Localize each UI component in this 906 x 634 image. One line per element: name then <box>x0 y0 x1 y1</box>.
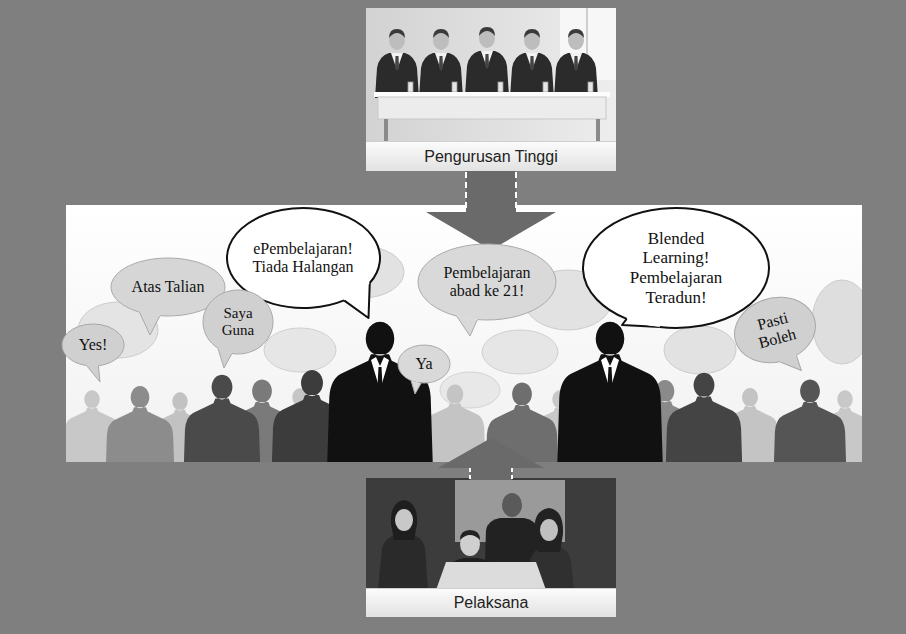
bubble-text: Pembelajaran abad ke 21! <box>437 264 537 301</box>
bubble-fill <box>583 208 769 328</box>
team-photo-part <box>366 478 616 590</box>
bubble-fill <box>203 290 273 354</box>
bubble-fill <box>418 244 556 320</box>
person-silhouette-part <box>182 375 262 462</box>
team-photo-part <box>502 493 522 517</box>
up-arrow <box>438 438 544 480</box>
speech-bubble: Blended Learning! Pembelajaran Teradun! <box>581 206 771 330</box>
person-silhouette-part <box>325 322 434 462</box>
up-arrow-part <box>470 468 512 480</box>
board-photo-part <box>596 119 600 142</box>
board-photo-part <box>510 29 554 98</box>
background-bubble-part <box>264 328 336 372</box>
background-bubble-part <box>812 280 862 364</box>
team-photo-part <box>460 530 480 540</box>
bubble-border <box>418 244 556 320</box>
board-photo-part <box>408 82 413 92</box>
board-photo-part <box>374 92 610 97</box>
bubble-border <box>727 288 823 371</box>
bubble-text: Yes! <box>79 336 108 354</box>
board-photo-part <box>366 8 616 142</box>
person-silhouette-part <box>377 367 383 402</box>
board-photo-part <box>378 97 606 119</box>
bubble-border <box>583 208 769 328</box>
team-photo-part <box>436 562 546 590</box>
down-arrow-part <box>466 172 516 212</box>
bubble-tail <box>87 366 100 382</box>
caption-box: Pelaksana <box>366 588 616 617</box>
speech-bubble: Ya <box>397 344 451 384</box>
team-photo-part <box>534 508 563 552</box>
up-arrow-part <box>438 438 544 480</box>
board-photo-part <box>498 82 503 92</box>
bubble-border <box>203 290 273 354</box>
team-photo-part <box>391 500 417 540</box>
board-photo-part <box>452 82 457 92</box>
board-photo-part <box>543 82 548 92</box>
role-label: Pelaksana <box>454 593 529 612</box>
board-photo <box>366 8 616 142</box>
bubble-fill <box>62 324 124 366</box>
background-bubble-part <box>664 326 736 374</box>
speech-bubble: Yes! <box>61 323 125 367</box>
team-photo-part <box>540 519 558 541</box>
team-photo-part <box>378 534 428 590</box>
bubble-text: Atas Talian <box>132 278 205 296</box>
person-silhouette-part <box>607 367 613 402</box>
bubble-text: Blended Learning! Pembelajaran Teradun! <box>620 229 732 307</box>
bubble-text: Ya <box>415 355 432 373</box>
bubble-text: Saya Guna <box>214 305 262 340</box>
person-silhouette-part <box>555 322 664 462</box>
role-label: Pengurusan Tinggi <box>424 147 557 166</box>
caption-box: Pengurusan Tinggi <box>366 141 616 171</box>
board-photo-part <box>375 29 419 98</box>
board-photo-part <box>419 29 463 98</box>
team-photo <box>366 478 616 590</box>
board-photo-part <box>554 29 598 98</box>
person-silhouette-part <box>772 379 848 462</box>
board-photo-part <box>465 27 509 96</box>
person-silhouette-part <box>664 373 744 462</box>
board-photo-part <box>384 119 388 142</box>
down-arrow-part <box>426 171 556 250</box>
bubble-tail <box>140 312 161 335</box>
person-silhouette-part <box>104 386 175 462</box>
team-photo-part <box>395 509 413 531</box>
down-arrow <box>426 171 556 250</box>
speech-bubble: Pembelajaran abad ke 21! <box>417 243 557 321</box>
speech-bubble: Saya Guna <box>202 289 274 355</box>
background-bubble-part <box>482 330 558 374</box>
bubble-border <box>62 324 124 366</box>
bubble-text: ePembelajaran! Tiada Halangan <box>247 240 359 277</box>
bubble-border <box>398 345 450 383</box>
board-photo-part <box>588 82 593 92</box>
bubble-fill <box>727 288 823 371</box>
bubble-fill <box>398 345 450 383</box>
